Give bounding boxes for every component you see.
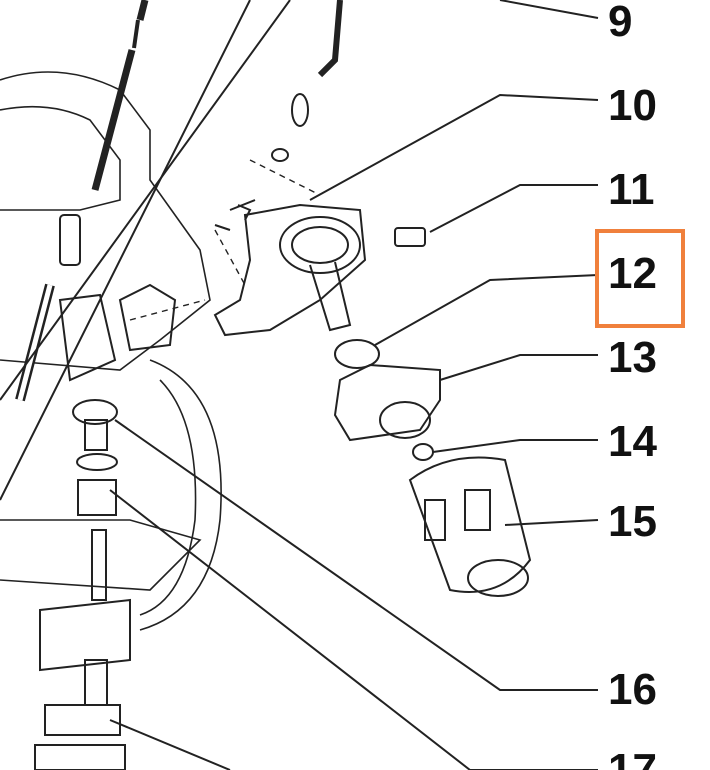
oil-pump-drive xyxy=(34,399,131,770)
tube xyxy=(15,214,81,402)
dipstick xyxy=(91,0,149,191)
highlight-box xyxy=(595,229,685,328)
callout-11: 11 xyxy=(608,165,655,214)
callout-16: 16 xyxy=(608,665,657,714)
cover-plate xyxy=(58,283,177,382)
callout-15: 15 xyxy=(608,497,657,546)
callout-9: 9 xyxy=(608,0,633,46)
filter-adapter xyxy=(333,363,441,442)
callout-14: 14 xyxy=(608,417,657,466)
nut xyxy=(412,443,434,461)
o-ring xyxy=(334,339,380,369)
oil-filter-housing xyxy=(213,203,367,337)
callout-17: 17 xyxy=(608,745,657,770)
fittings xyxy=(229,0,426,247)
callout-12: 12 xyxy=(608,249,657,298)
callout-10: 10 xyxy=(608,81,657,130)
engine-block xyxy=(0,71,222,631)
leader-lines xyxy=(0,0,599,770)
callout-13: 13 xyxy=(608,333,657,382)
oil-filter xyxy=(408,456,532,597)
